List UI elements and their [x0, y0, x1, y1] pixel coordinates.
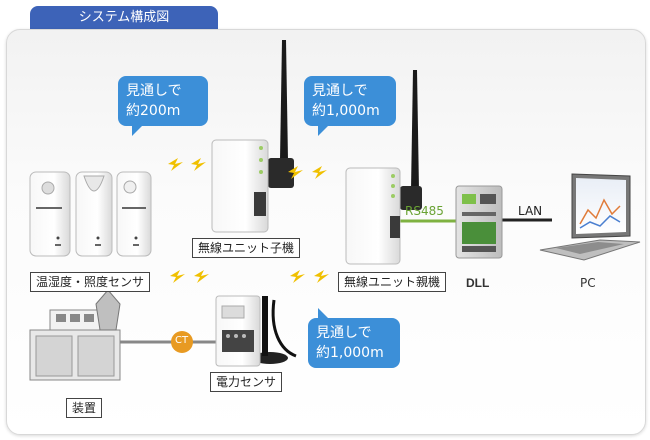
dll-label: DLL [466, 276, 490, 290]
power-sensor [215, 295, 297, 367]
pc-laptop [539, 173, 641, 261]
wireless-parent-label: 無線ユニット親機 [338, 272, 447, 292]
dll-device [455, 185, 503, 259]
equipment [29, 289, 121, 381]
range-bubble-power: 見通しで 約1,000m [308, 308, 400, 368]
illuminance-sensor [116, 171, 152, 257]
lan-label: LAN [518, 204, 543, 218]
power-sensor-label: 電力センサ [210, 372, 283, 392]
bubble-line2: 約200m [126, 103, 181, 119]
ct-sensor [171, 331, 193, 353]
occupancy-sensor [75, 171, 113, 257]
bubble-line1: 見通しで [312, 83, 368, 99]
wireless-child-label: 無線ユニット子機 [192, 238, 301, 258]
equipment-label: 装置 [66, 398, 103, 418]
bubble-line1: 見通しで [316, 325, 372, 341]
wireless-child-unit [211, 40, 294, 233]
wireless-parent-unit [345, 70, 422, 265]
sensors-label: 温湿度・照度センサ [30, 272, 151, 292]
pc-label: PC [580, 276, 596, 290]
range-bubble-sensor: 見通しで 約200m [118, 76, 208, 136]
rs485-label: RS485 [405, 204, 444, 218]
bubble-line2: 約1,000m [312, 103, 380, 119]
lightning-icon [168, 158, 329, 283]
temp-humidity-sensor [29, 171, 71, 257]
bubble-line1: 見通しで [126, 83, 182, 99]
diagram-title: システム構成図 [30, 6, 218, 30]
ct-label: CT [175, 335, 189, 346]
range-bubble-child-parent: 見通しで 約1,000m [304, 76, 396, 136]
bubble-line2: 約1,000m [316, 345, 384, 361]
